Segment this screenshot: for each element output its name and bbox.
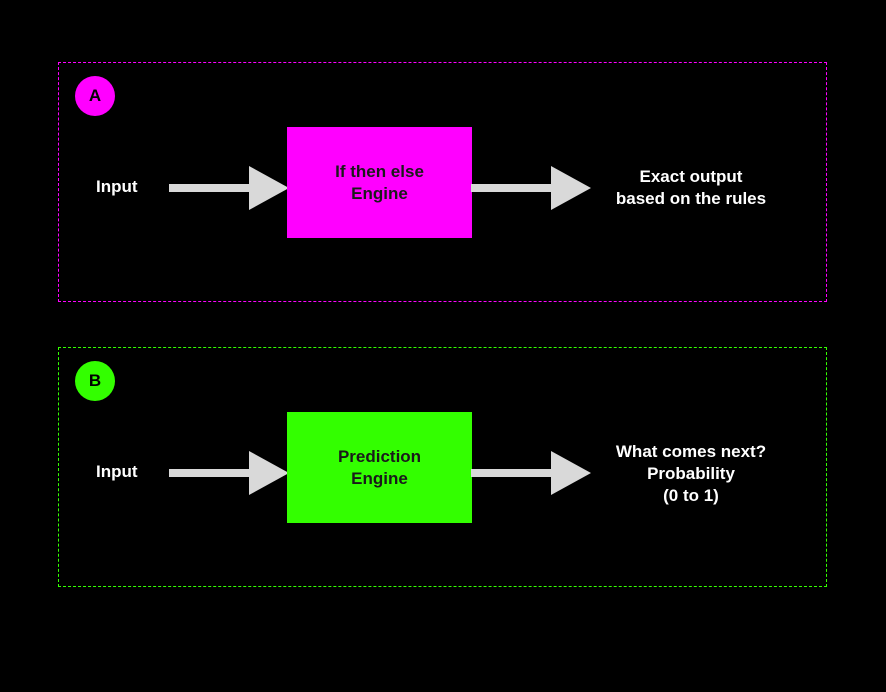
panel-prediction: B Input Prediction Engine What comes nex… [58, 347, 827, 587]
rule-engine-box: If then else Engine [287, 127, 472, 238]
engine-label-line: Prediction [337, 446, 422, 466]
output-label-line: Probability [647, 464, 735, 483]
input-label: Input [96, 177, 138, 196]
output-label-line: What comes next? [615, 442, 767, 461]
arrow-right-icon [169, 166, 289, 210]
arrow-right-icon [169, 451, 289, 495]
engine-label-line: If then else [335, 161, 424, 181]
output-label-line: based on the rules [615, 189, 767, 208]
output-label: Exact output based on the rules [591, 166, 791, 210]
prediction-engine-box: Prediction Engine [287, 412, 472, 523]
output-label-line: Exact output [639, 167, 743, 186]
output-label: What comes next? Probability (0 to 1) [591, 441, 791, 507]
input-label: Input [96, 462, 138, 481]
output-label-line: (0 to 1) [663, 486, 719, 505]
engine-label-line: Engine [351, 183, 408, 203]
arrow-right-icon [471, 166, 591, 210]
arrow-right-icon [471, 451, 591, 495]
badge-a: A [75, 76, 115, 116]
engine-label-line: Engine [351, 468, 408, 488]
panel-rule-based: A Input If then else Engine Exact output… [58, 62, 827, 302]
badge-b: B [75, 361, 115, 401]
